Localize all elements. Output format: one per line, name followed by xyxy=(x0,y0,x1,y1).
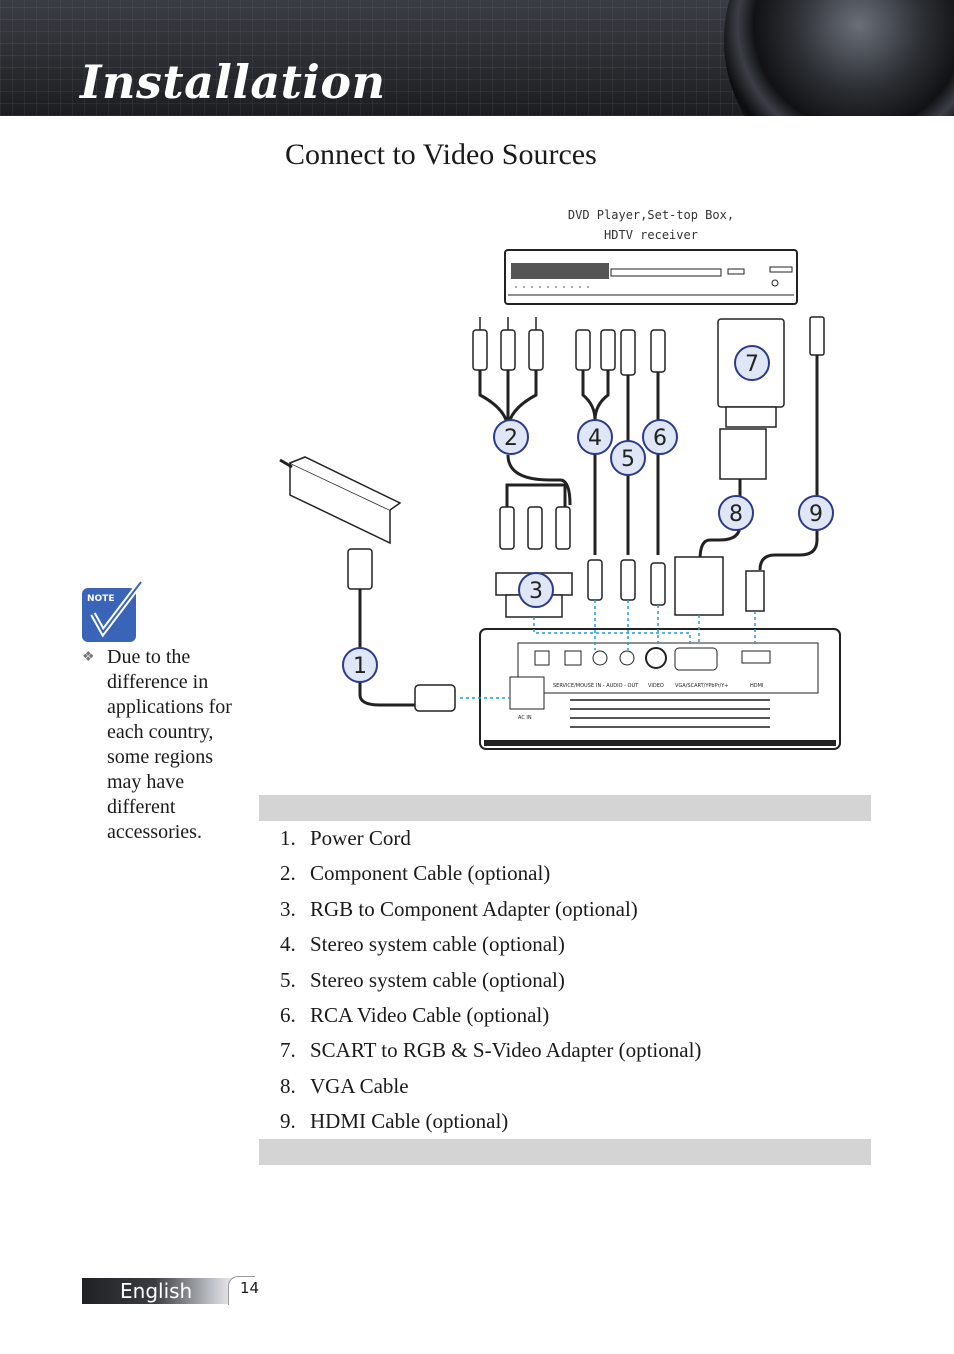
device-label-line2: HDTV receiver xyxy=(604,228,698,242)
dvd-player xyxy=(504,249,798,305)
power-plug xyxy=(347,548,456,712)
hdmi-cable xyxy=(745,316,825,612)
port-label-ac: AC IN xyxy=(518,715,532,721)
svg-text:9: 9 xyxy=(809,502,823,527)
port-label-hdmi: HDMI xyxy=(750,683,763,689)
svg-text:4: 4 xyxy=(588,426,602,451)
list-item: 3.RGB to Component Adapter (optional) xyxy=(280,896,638,921)
callout-9: 9 xyxy=(798,495,834,531)
svg-text:7: 7 xyxy=(745,352,759,377)
list-item: 5.Stereo system cable (optional) xyxy=(280,967,565,992)
callout-8: 8 xyxy=(718,495,754,531)
list-item: 4.Stereo system cable (optional) xyxy=(280,932,565,957)
port-label-vga: VGA/SCART/YPbPr/Y+ xyxy=(675,683,729,689)
power-strip xyxy=(279,456,402,545)
port-label-audio: IN - AUDIO - OUT xyxy=(596,683,639,689)
lens-graphic xyxy=(724,0,954,116)
list-top-bar xyxy=(259,795,871,821)
device-label-line1: DVD Player,Set-top Box, xyxy=(568,208,734,222)
list-item: 8.VGA Cable xyxy=(280,1073,409,1098)
callout-6: 6 xyxy=(642,419,678,455)
page-header: Installation xyxy=(0,0,954,116)
callout-5: 5 xyxy=(610,440,646,476)
cable-list: 1.Power Cord 2.Component Cable (optional… xyxy=(280,826,701,1145)
callout-7: 7 xyxy=(734,345,770,381)
footer-language-bar: English xyxy=(82,1278,242,1304)
connection-diagram: DVD Player,Set-top Box, HDTV receiver xyxy=(279,208,841,750)
section-title: Connect to Video Sources xyxy=(285,138,597,171)
note-icon-label: NOTE xyxy=(87,594,114,604)
page-number: 14 xyxy=(240,1279,260,1297)
callout-4: 4 xyxy=(577,419,613,455)
footer-page-tab xyxy=(228,1276,255,1305)
svg-text:8: 8 xyxy=(729,502,743,527)
footer-language: English xyxy=(120,1279,193,1303)
note-bullet: ❖ xyxy=(82,650,95,665)
vga-plug xyxy=(674,556,724,616)
callout-2: 2 xyxy=(493,419,529,455)
component-cable-plugs-top xyxy=(472,317,544,371)
list-item: 7.SCART to RGB & S-Video Adapter (option… xyxy=(280,1038,702,1063)
list-item: 2.Component Cable (optional) xyxy=(280,861,551,886)
list-item: 9.HDMI Cable (optional) xyxy=(280,1109,509,1134)
svg-text:3: 3 xyxy=(529,579,543,604)
list-item: 6.RCA Video Cable (optional) xyxy=(280,1002,550,1027)
svg-text:6: 6 xyxy=(653,426,667,451)
list-bottom-bar xyxy=(259,1139,871,1165)
port-label-video: VIDEO xyxy=(648,683,664,689)
svg-text:5: 5 xyxy=(621,447,635,472)
rca-video-cable xyxy=(650,329,666,606)
connection-guides xyxy=(460,600,756,699)
note-body: Due to the difference in applications fo… xyxy=(107,646,232,843)
header-title: Installation xyxy=(80,55,386,109)
list-item: 1.Power Cord xyxy=(280,826,411,850)
note-icon: NOTE xyxy=(82,580,144,642)
callout-1: 1 xyxy=(342,647,378,683)
svg-text:2: 2 xyxy=(504,426,518,451)
component-cable-plugs-bottom xyxy=(499,506,571,550)
stereo-cable-5 xyxy=(620,329,636,601)
projector-back-panel xyxy=(479,628,841,750)
callout-3: 3 xyxy=(518,572,554,608)
port-label-service: SERVICE/MOUSE xyxy=(553,683,594,689)
svg-text:1: 1 xyxy=(353,654,367,679)
note-text: ❖ Due to the difference in applications … xyxy=(82,645,242,845)
